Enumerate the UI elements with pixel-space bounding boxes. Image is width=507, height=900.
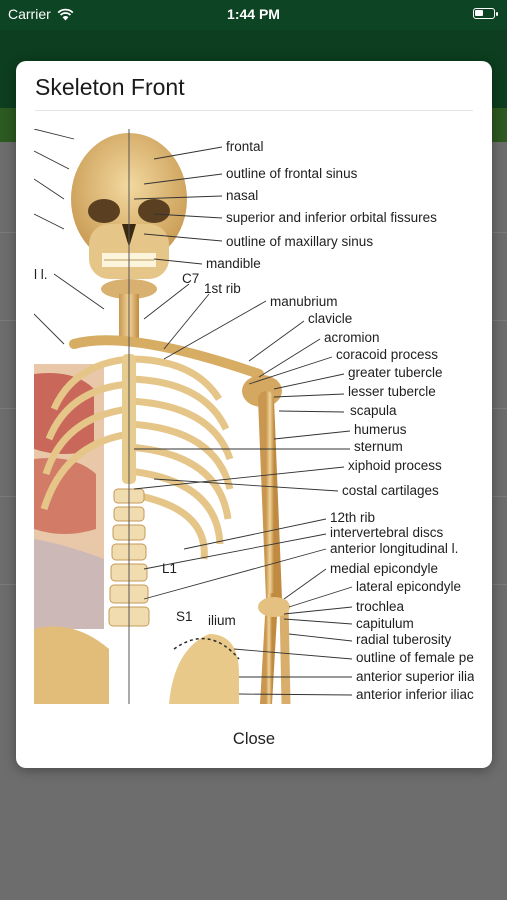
close-button[interactable]: Close — [232, 730, 276, 748]
status-left: Carrier — [8, 6, 74, 22]
label-manubrium: manubrium — [270, 294, 338, 309]
label-intervertebral-discs: intervertebral discs — [330, 525, 444, 540]
label-lesser-tubercle: lesser tubercle — [348, 384, 436, 399]
skeleton-illustration — [34, 129, 353, 704]
label-s1: S1 — [176, 609, 193, 624]
anatomy-label-list: frontal outline of frontal sinus nasal s… — [34, 129, 474, 704]
label-coracoid-process: coracoid process — [336, 347, 439, 362]
label-l1: L1 — [162, 561, 178, 576]
label-capitulum: capitulum — [356, 616, 414, 631]
label-trochlea: trochlea — [356, 599, 405, 614]
label-nasal: nasal — [226, 188, 259, 203]
label-sternum: sternum — [354, 439, 403, 454]
label-humerus: humerus — [354, 422, 407, 437]
label-lateral-epicondyle: lateral epicondyle — [356, 579, 462, 594]
label-acromion: acromion — [324, 330, 380, 345]
label-1st-rib: 1st rib — [204, 281, 241, 296]
label-xiphoid-process: xiphoid process — [348, 458, 442, 473]
label-medial-epicondyle: medial epicondyle — [330, 561, 439, 576]
label-c7: C7 — [182, 271, 200, 286]
label-orbital-fissures: superior and inferior orbital fissures — [226, 210, 437, 225]
label-maxillary-sinus: outline of maxillary sinus — [226, 234, 374, 249]
skeleton-front-figure: frontal outline of frontal sinus nasal s… — [34, 129, 474, 704]
label-clavicle: clavicle — [308, 311, 353, 326]
wifi-icon — [57, 8, 74, 20]
modal-title: Skeleton Front — [35, 74, 185, 100]
label-aiis: anterior inferior iliac — [356, 687, 474, 702]
label-radial-tuberosity: radial tuberosity — [356, 632, 452, 647]
image-modal: Skeleton Front — [16, 61, 492, 768]
label-costal-cartilages: costal cartilages — [342, 483, 439, 498]
label-asis: anterior superior ilia — [356, 669, 474, 684]
label-scapula: scapula — [350, 403, 397, 418]
status-time: 1:44 PM — [227, 6, 280, 22]
label-mandible: mandible — [206, 256, 261, 271]
battery-icon — [473, 8, 498, 19]
label-female-pelvis: outline of female pe — [356, 650, 474, 665]
label-ilium: ilium — [208, 613, 236, 628]
label-12th-rib: 12th rib — [330, 510, 376, 525]
carrier-label: Carrier — [8, 6, 51, 22]
label-frontal: frontal — [226, 139, 264, 154]
label-greater-tubercle: greater tubercle — [348, 365, 443, 380]
label-outline-frontal-sinus: outline of frontal sinus — [226, 166, 358, 181]
label-anterior-longitudinal: anterior longitudinal l. — [330, 541, 459, 556]
modal-divider — [35, 110, 473, 111]
label-ll: l l. — [34, 267, 48, 282]
status-bar: Carrier 1:44 PM — [0, 0, 507, 30]
